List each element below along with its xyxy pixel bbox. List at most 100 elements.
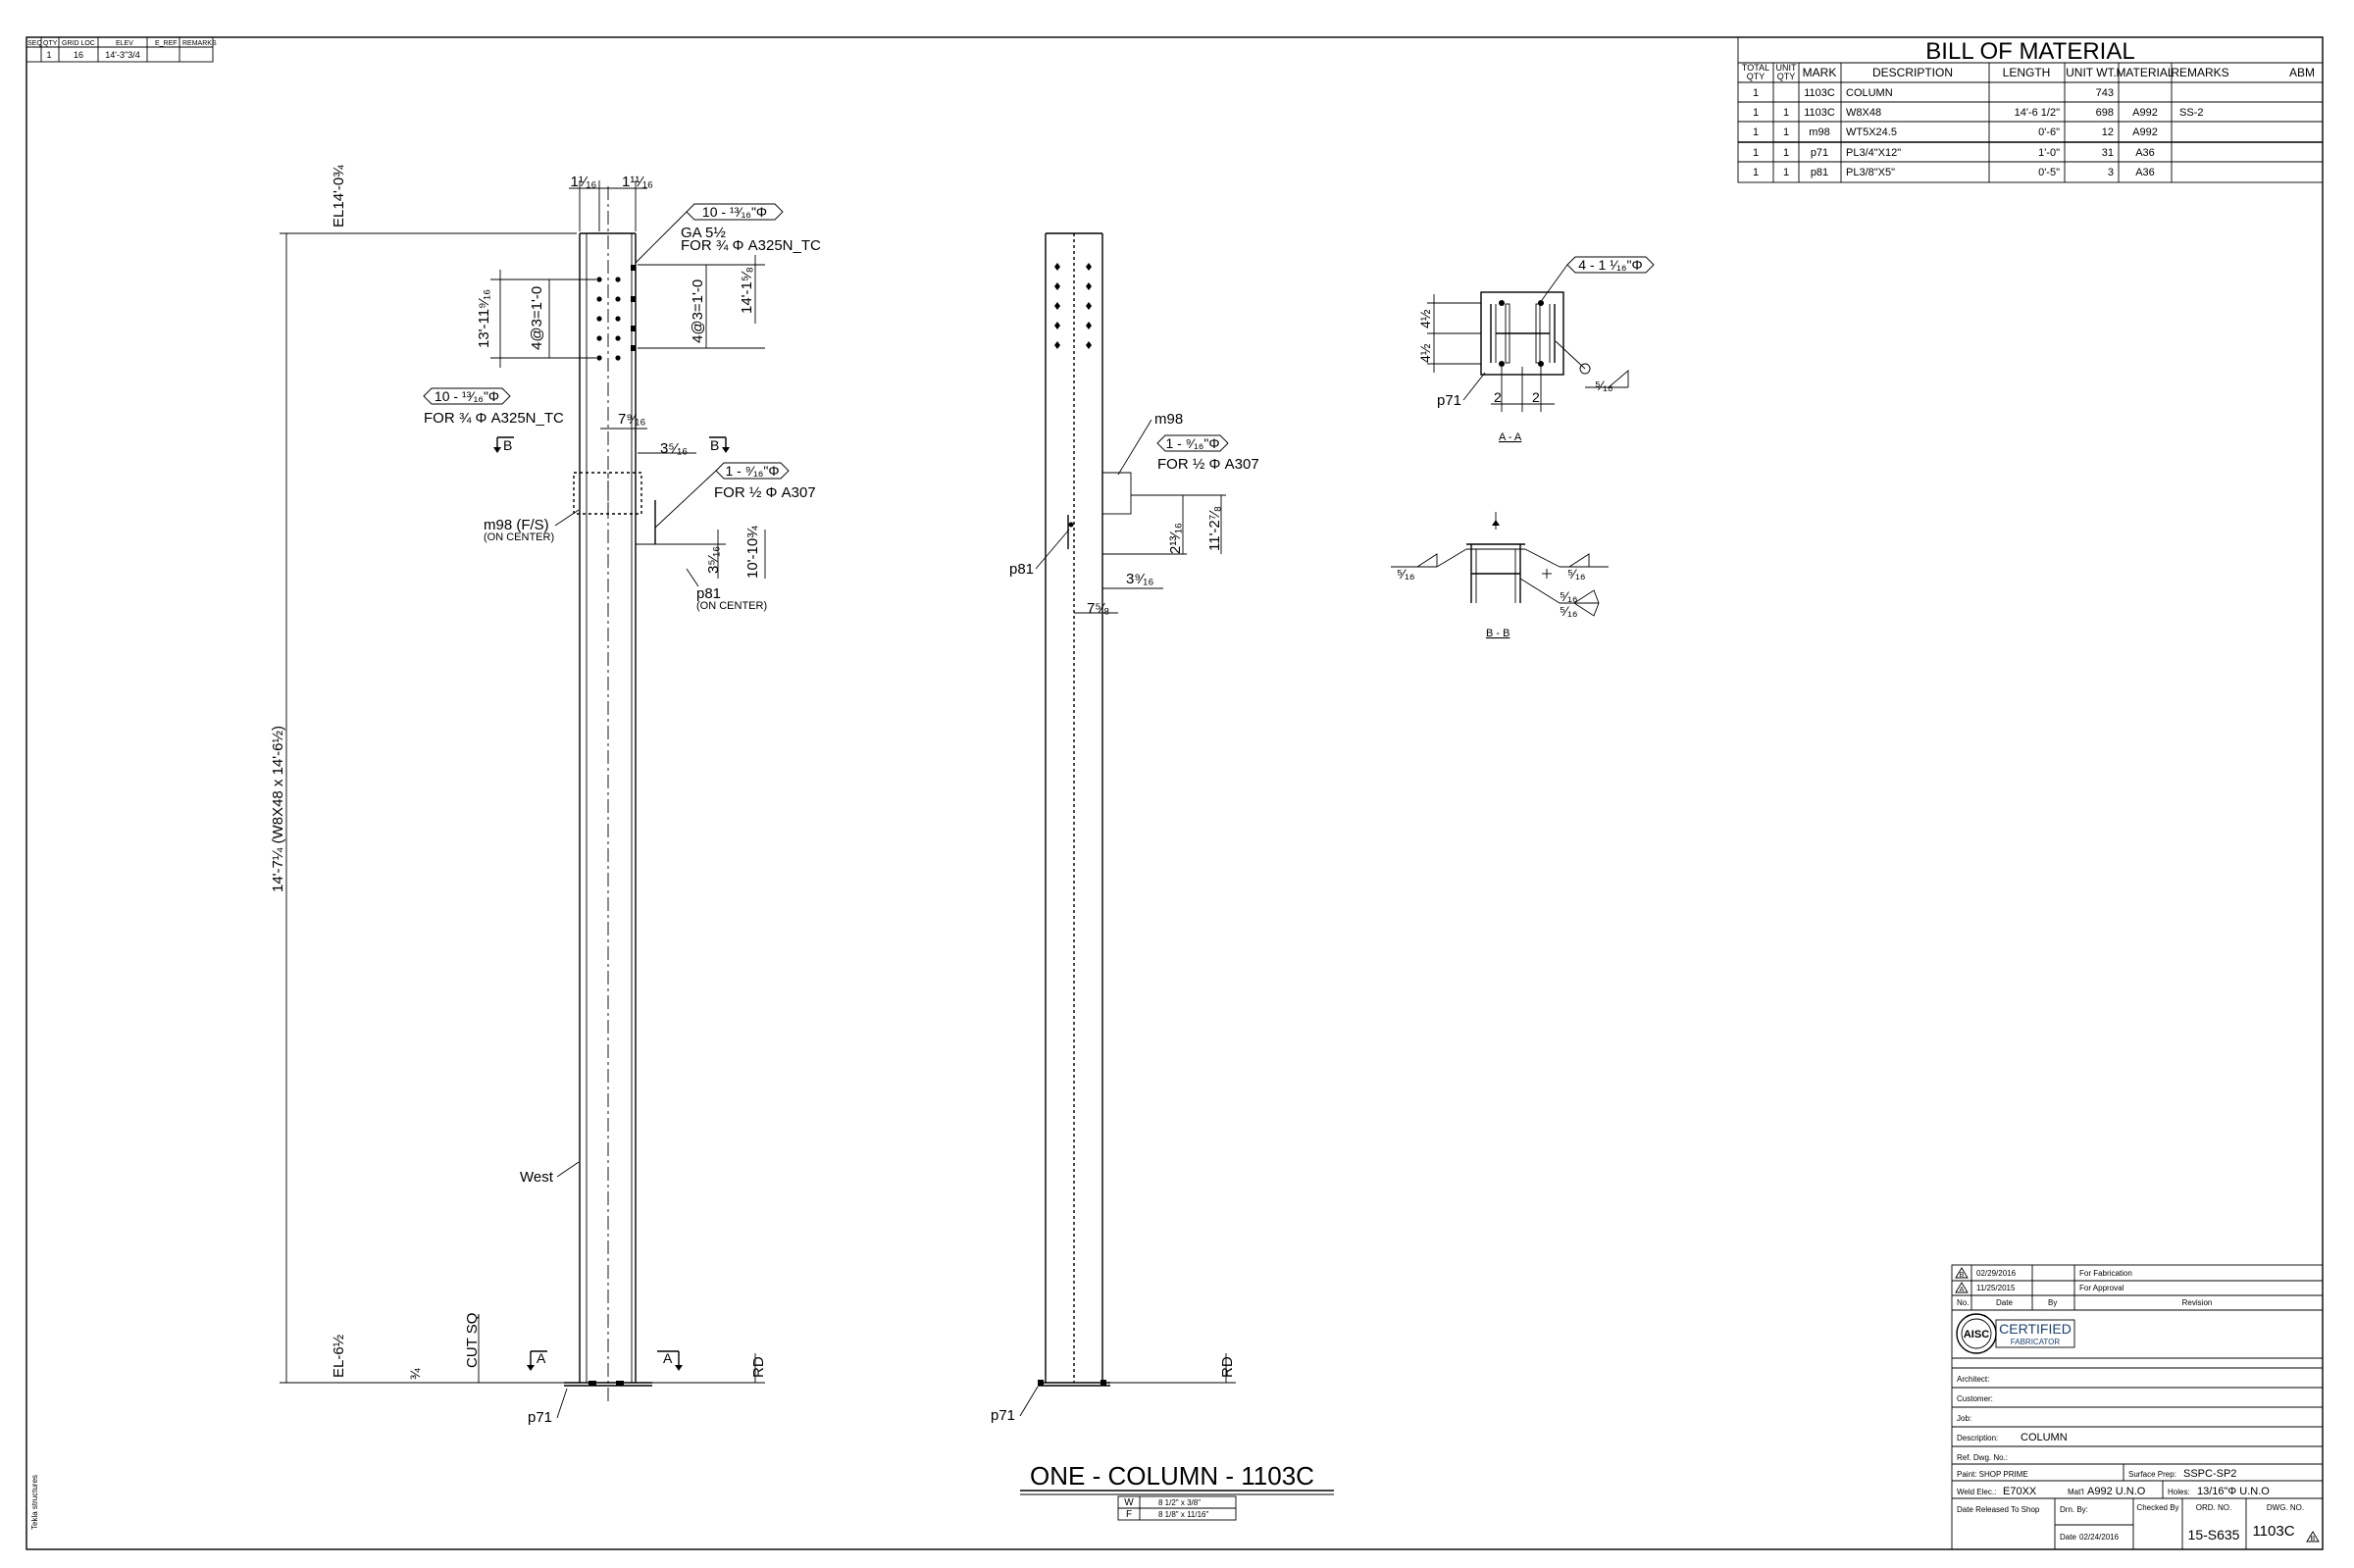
rev-desc: For Approval bbox=[2079, 1284, 2124, 1292]
header-table: SEQ QTY GRID LOC ELEV E_REF REMARKS 1 16… bbox=[26, 36, 217, 63]
bom-h-totalqty: TOTAL bbox=[1742, 63, 1769, 73]
dim-3-5-16-b: 3⁵⁄₁₆ bbox=[705, 546, 722, 574]
bom-cell: PL3/4"X12" bbox=[1846, 147, 1901, 159]
bom-h-unitwt: UNIT WT. bbox=[2066, 66, 2117, 79]
section-b-mark-left: B bbox=[503, 437, 512, 453]
bom-cell: 1103C bbox=[1804, 107, 1835, 119]
header-val-qty: 16 bbox=[74, 50, 83, 60]
ord-no-label: ORD. NO. bbox=[2196, 1503, 2231, 1512]
cut-sq-label: CUT SQ bbox=[464, 1313, 481, 1368]
bom-h-length: LENGTH bbox=[2003, 66, 2051, 79]
p71-label-aa: p71 bbox=[1437, 392, 1461, 409]
dim-two-b: 2 bbox=[1532, 389, 1540, 405]
section-a-a: 4 - 1 ¹⁄₁₆"Φ 4½ 4½ p71 2 2 ⁵⁄₁₆ A - A bbox=[1417, 256, 1655, 443]
bom-cell: W8X48 bbox=[1846, 107, 1881, 119]
hole-tag: 1 - ⁹⁄₁₆"Φ bbox=[725, 463, 779, 479]
dwg-rev-mark: B bbox=[2311, 1536, 2316, 1543]
matl-label: Mat'l bbox=[2068, 1488, 2084, 1496]
bom-title: BILL OF MATERIAL bbox=[1925, 38, 2134, 65]
bom-cell: 31 bbox=[2102, 147, 2114, 159]
dwg-no-label: DWG. NO. bbox=[2267, 1503, 2304, 1512]
drawing-title: ONE - COLUMN - 1103C W 8 1/2" x 3/8" F 8… bbox=[1020, 1461, 1334, 1521]
header-val-grid: 14'-3"3/4 bbox=[105, 50, 139, 60]
bom-cell: 743 bbox=[2096, 87, 2114, 99]
bom-rows: 1 1103C COLUMN 743 1 1 1103C W8X48 14'-6… bbox=[1753, 87, 2204, 178]
bom-cell: 0'-5" bbox=[2038, 167, 2060, 178]
bom-cell: 1 bbox=[1783, 167, 1789, 178]
description-value: COLUMN bbox=[2021, 1432, 2068, 1443]
bom-row: 1 1 p81 PL3/8"X5" 0'-5" 3 A36 bbox=[1753, 167, 2155, 178]
section-aa-label: A - A bbox=[1499, 431, 1522, 443]
el-bottom: EL-6½ bbox=[331, 1334, 347, 1378]
title-block: B A 02/29/2016 11/25/2015 For Fabricatio… bbox=[1951, 1264, 2324, 1550]
rev-date: 11/25/2015 bbox=[1976, 1284, 2016, 1292]
bom-cell: 1 bbox=[1753, 87, 1759, 99]
bolt-spacing-left: 4@3=1'-0 bbox=[529, 286, 545, 350]
bom-h-totalqty-2: QTY bbox=[1747, 72, 1766, 81]
section-bb-label: B - B bbox=[1486, 628, 1510, 639]
view-1-elevation: 1¹⁄₁₆ 1¹¹⁄₁₆ EL14'-0¾ EL-6½ 14'-7¼ (W8X4… bbox=[270, 165, 821, 1426]
weld-bb-right-2: ⁵⁄₁₆ bbox=[1560, 588, 1578, 604]
rev-no: B bbox=[1960, 1272, 1965, 1279]
bom-cell: A992 bbox=[2132, 107, 2158, 119]
bom-cell: PL3/8"X5" bbox=[1846, 167, 1895, 178]
holes-label: Holes: bbox=[2168, 1488, 2190, 1496]
matl-value: A992 U.N.O bbox=[2087, 1486, 2146, 1497]
bolt-spec-right: FOR ¾ Φ A325N_TC bbox=[681, 237, 821, 254]
overall-length: 14'-7¼ (W8X48 x 14'-6½) bbox=[270, 726, 286, 892]
dim-top-a: 1¹⁄₁₆ bbox=[571, 174, 597, 190]
bom-h-description: DESCRIPTION bbox=[1872, 66, 1953, 79]
bom-cell: p71 bbox=[1811, 147, 1828, 159]
bom-cell: 1 bbox=[1753, 167, 1759, 178]
rev-h-by: By bbox=[2048, 1298, 2057, 1307]
bolt-tag-left: 10 - ¹³⁄₁₆"Φ bbox=[435, 388, 499, 404]
header-col-elev: ELEV bbox=[116, 40, 133, 47]
architect-label: Architect: bbox=[1957, 1375, 1989, 1384]
dim-two-a: 2 bbox=[1494, 389, 1502, 405]
bom-cell: 14'-6 1/2" bbox=[2015, 107, 2060, 119]
title-w-key: W bbox=[1124, 1497, 1134, 1508]
dim-4-half-a: 4½ bbox=[1417, 343, 1433, 363]
bom-cell: 3 bbox=[2108, 167, 2114, 178]
header-val-seq: 1 bbox=[46, 50, 51, 60]
bom-cell: WT5X24.5 bbox=[1846, 126, 1897, 138]
title-f-val: 8 1/8" x 11/16" bbox=[1158, 1510, 1209, 1519]
bom-h-unitqty-2: QTY bbox=[1777, 72, 1796, 81]
bom-abm: ABM bbox=[2289, 66, 2315, 79]
p81-label: p81 bbox=[696, 585, 721, 602]
dim-7-9-16: 7⁹⁄₁₆ bbox=[618, 411, 645, 428]
date-value: 02/24/2016 bbox=[2079, 1533, 2120, 1542]
bom-row: 1 1 p71 PL3/4"X12" 1'-0" 31 A36 bbox=[1753, 147, 2155, 159]
m98-label: m98 (F/S) bbox=[484, 517, 549, 533]
title-w-val: 8 1/2" x 3/8" bbox=[1158, 1498, 1201, 1507]
rd-label: RD bbox=[750, 1356, 767, 1378]
bom-cell: COLUMN bbox=[1846, 87, 1893, 99]
bom-h-remarks: REMARKS bbox=[2171, 66, 2228, 79]
view-2-elevation: m98 1 - ⁹⁄₁₆"Φ FOR ½ Φ A307 2¹³⁄₁₆ 11'-2… bbox=[991, 232, 1259, 1424]
customer-label: Customer: bbox=[1957, 1394, 1993, 1403]
m98-plate-2 bbox=[1101, 472, 1132, 515]
surface-prep-label: Surface Prep: bbox=[2128, 1470, 2176, 1479]
ord-no-value: 15-S635 bbox=[2188, 1527, 2240, 1543]
drn-by-label: Drn. By: bbox=[2060, 1505, 2088, 1514]
paint-value: Paint: SHOP PRIME bbox=[1957, 1470, 2028, 1479]
rev-h-no: No. bbox=[1957, 1298, 1969, 1307]
bom-cell: SS-2 bbox=[2179, 107, 2203, 119]
dim-top-b: 1¹¹⁄₁₆ bbox=[622, 174, 653, 190]
section-a-mark-left: A bbox=[537, 1350, 546, 1366]
certified-text: CERTIFIED bbox=[1999, 1321, 2072, 1337]
m98-plate bbox=[573, 472, 642, 515]
dim-4-half-b: 4½ bbox=[1417, 309, 1433, 329]
bom-cell: 1 bbox=[1783, 107, 1789, 119]
bom-cell: 1103C bbox=[1804, 87, 1835, 99]
three-quarter-dim: ¾ bbox=[407, 1368, 423, 1380]
bom-cell: 698 bbox=[2096, 107, 2114, 119]
el-bolt-left: 13'-11⁹⁄₁₆ bbox=[476, 289, 492, 348]
rev-h-revision: Revision bbox=[2182, 1298, 2213, 1307]
bom-cell: 1 bbox=[1753, 107, 1759, 119]
fabricator-text: FABRICATOR bbox=[2011, 1338, 2061, 1346]
weld-aa: ⁵⁄₁₆ bbox=[1595, 378, 1613, 393]
bom-cell: 1'-0" bbox=[2038, 147, 2060, 159]
dim-7-5-8: 7⁵⁄₈ bbox=[1087, 600, 1109, 617]
date-label: Date bbox=[2060, 1533, 2076, 1542]
